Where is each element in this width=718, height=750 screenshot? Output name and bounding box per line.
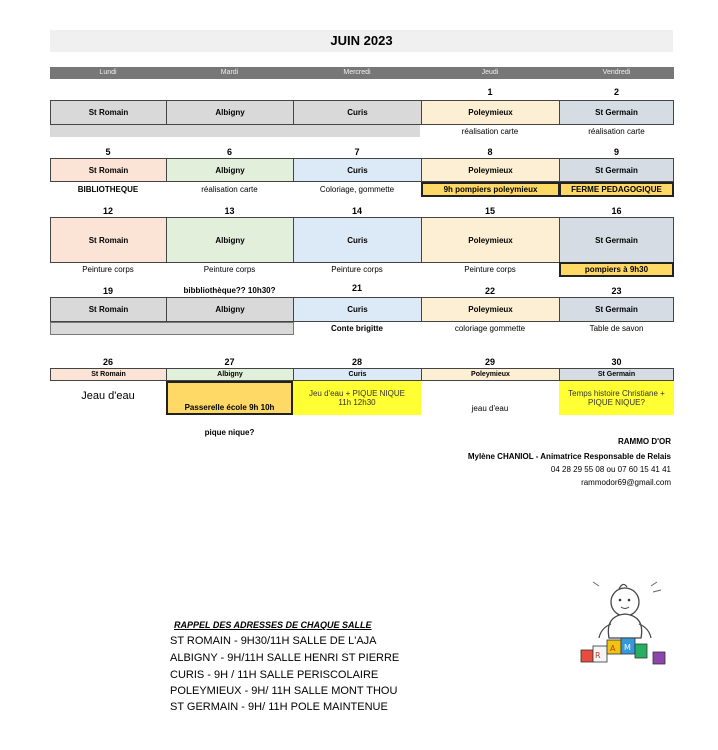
weekday-friday: Vendredi xyxy=(559,67,674,79)
address-line: CURIS - 9H / 11H SALLE PERISCOLAIRE xyxy=(170,669,379,681)
address-line: ALBIGNY - 9H/11H SALLE HENRI ST PIERRE xyxy=(170,652,400,664)
cell-poleymieux: Poleymieux xyxy=(421,158,560,182)
cell-st-germain: St Germain xyxy=(559,217,674,263)
note: Coloriage, gommette xyxy=(319,185,395,194)
note-pique-nique: pique nique? xyxy=(204,428,255,437)
contact-email[interactable]: rammodor69@gmail.com xyxy=(581,478,671,487)
cell-curis: Curis xyxy=(293,217,422,263)
cell-curis: Curis xyxy=(293,158,422,182)
day-number: 22 xyxy=(484,286,495,296)
day-number-note: bibbliothèque?? 10h30? xyxy=(183,286,276,295)
note: Conte brigitte xyxy=(331,324,383,333)
weekday-wednesday: Mercredi xyxy=(293,67,421,79)
cell-albigny: Albigny xyxy=(166,217,294,263)
cell-albigny: Albigny xyxy=(166,158,294,182)
day-number: 12 xyxy=(102,206,113,216)
cell-poleymieux: Poleymieux xyxy=(421,368,560,381)
day-number: 7 xyxy=(354,147,360,157)
cell-st-romain: St Romain xyxy=(50,158,167,182)
note-jeau: Jeau d'eau xyxy=(81,390,135,402)
page-title: JUIN 2023 xyxy=(50,30,673,52)
day-number: 1 xyxy=(487,87,493,97)
day-number: 26 xyxy=(102,357,113,367)
day-number: 21 xyxy=(351,283,362,293)
cell-curis: Curis xyxy=(293,368,422,381)
day-number: 8 xyxy=(487,147,493,157)
day-number: 15 xyxy=(484,206,495,216)
cell-st-germain: St Germain xyxy=(559,297,674,322)
empty-bar xyxy=(50,125,420,137)
day-number: 29 xyxy=(484,357,495,367)
day-number: 6 xyxy=(226,147,232,157)
cell-poleymieux: Poleymieux xyxy=(421,100,560,125)
cell-albigny: Albigny xyxy=(166,297,294,322)
weekday-thursday: Jeudi xyxy=(421,67,559,79)
note-highlight: FERME PEDAGOGIQUE xyxy=(559,182,674,197)
cell-albigny: Albigny xyxy=(166,100,294,125)
day-number: 2 xyxy=(613,87,619,97)
cell-poleymieux: Poleymieux xyxy=(421,217,560,263)
day-number: 19 xyxy=(102,286,113,296)
note-highlight: 9h pompiers poleymieux xyxy=(421,182,560,197)
cell-poleymieux: Poleymieux xyxy=(421,297,560,322)
cell-st-germain: St Germain xyxy=(559,368,674,381)
note: Peinture corps xyxy=(82,265,134,274)
weekday-tuesday: Mardi xyxy=(166,67,293,79)
note-highlight: pompiers à 9h30 xyxy=(559,262,674,277)
cell-st-romain: St Romain xyxy=(50,297,167,322)
cell-st-germain: St Germain xyxy=(559,158,674,182)
cell-st-germain: St Germain xyxy=(559,100,674,125)
note: Peinture corps xyxy=(331,265,383,274)
day-number: 16 xyxy=(611,206,622,216)
cell-curis: Curis xyxy=(293,297,422,322)
day-number: 27 xyxy=(224,357,235,367)
day-number: 23 xyxy=(611,286,622,296)
note: BIBLIOTHEQUE xyxy=(77,185,139,194)
note: Table de savon xyxy=(589,324,644,333)
baby-blocks-icon: R A M xyxy=(580,581,666,665)
day-number: 5 xyxy=(105,147,111,157)
svg-text:R: R xyxy=(595,651,601,660)
note: réalisation carte xyxy=(461,127,519,136)
day-number: 13 xyxy=(224,206,235,216)
address-line: ST ROMAIN - 9H30/11H SALLE DE L'AJA xyxy=(170,635,377,647)
day-number: 9 xyxy=(613,147,619,157)
address-line: POLEYMIEUX - 9H/ 11H SALLE MONT THOU xyxy=(170,685,398,697)
day-number: 30 xyxy=(611,357,622,367)
note-curis: Jeu d'eau + PIQUE NIQUE 11h 12h30 xyxy=(293,381,421,415)
note-poleymieux: jeau d'eau xyxy=(471,404,509,413)
cell-curis: Curis xyxy=(293,100,422,125)
cell-albigny: Albigny xyxy=(166,368,294,381)
cell-st-romain: St Romain xyxy=(50,100,167,125)
note: Peinture corps xyxy=(464,265,516,274)
note: Peinture corps xyxy=(203,265,256,274)
day-number: 28 xyxy=(351,357,362,367)
cell-st-romain: St Romain xyxy=(50,368,167,381)
note: réalisation carte xyxy=(201,185,258,194)
address-line: ST GERMAIN - 9H/ 11H POLE MAINTENUE xyxy=(170,701,388,713)
note-passerelle: Passerelle école 9h 10h xyxy=(166,381,293,415)
day-number: 14 xyxy=(351,206,362,216)
rappel-heading: RAPPEL DES ADRESSES DE CHAQUE SALLE xyxy=(174,620,372,630)
contact-person: Mylène CHANIOL - Animatrice Responsable … xyxy=(467,452,671,461)
cell-st-romain: St Romain xyxy=(50,217,167,263)
note-st-germain: Temps histoire Christiane + PIQUE NIQUE? xyxy=(559,381,674,415)
svg-text:A: A xyxy=(610,644,616,653)
empty-bar xyxy=(50,322,294,335)
rammo-logo: R A M xyxy=(575,578,675,670)
weekday-monday: Lundi xyxy=(50,67,166,79)
contact-phone: 04 28 29 55 08 ou 07 60 15 41 41 xyxy=(550,465,671,474)
svg-text:M: M xyxy=(624,643,631,652)
note: réalisation carte xyxy=(588,127,645,136)
note: coloriage gommette xyxy=(454,324,526,333)
contact-name: RAMMO D'OR xyxy=(617,437,671,446)
